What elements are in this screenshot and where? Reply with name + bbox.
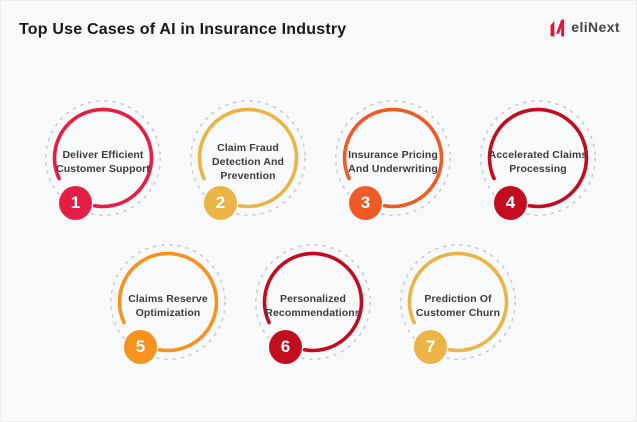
- circle-graphic: [190, 100, 306, 216]
- use-case-label: Deliver Efficient Customer Support: [56, 149, 150, 175]
- colored-arc: [262, 251, 364, 353]
- use-case-item: Insurance Pricing And Underwriting 3: [334, 99, 452, 220]
- colored-arc: [342, 107, 444, 209]
- colored-arc: [487, 107, 589, 209]
- colored-arc: [407, 251, 509, 353]
- use-case-label: Claim Fraud Detection And Prevention: [211, 142, 285, 182]
- use-case-label: Prediction Of Customer Churn: [415, 293, 501, 319]
- number-badge: 1: [59, 186, 92, 220]
- circle-graphic: [255, 244, 371, 360]
- circle-graphic: [45, 100, 161, 216]
- page-title: Top Use Cases of AI in Insurance Industr…: [19, 21, 347, 38]
- elinext-logo-text: eliNext: [571, 19, 620, 35]
- use-case-item: Claim Fraud Detection And Prevention 2: [189, 99, 307, 220]
- number-badge: 4: [494, 186, 527, 220]
- use-case-label: Personalized Recommendations: [265, 293, 361, 319]
- use-case-item: Deliver Efficient Customer Support 1: [44, 99, 162, 220]
- circle-graphic: [110, 244, 226, 360]
- use-case-item: Claims Reserve Optimization 5: [109, 243, 227, 364]
- colored-arc: [52, 107, 154, 209]
- dashed-ring: [45, 100, 161, 216]
- elinext-logo: eliNext: [548, 16, 620, 38]
- number-badge: 2: [204, 186, 237, 220]
- use-case-item: Accelerated Claims Processing 4: [479, 99, 597, 220]
- number-badge: 6: [269, 330, 302, 364]
- use-case-label: Claims Reserve Optimization: [128, 293, 208, 319]
- circle-graphic: [480, 100, 596, 216]
- number-badge: 3: [349, 186, 382, 220]
- use-case-item: Prediction Of Customer Churn 7: [399, 243, 517, 364]
- use-case-item: Personalized Recommendations 6: [254, 243, 372, 364]
- circle-graphic: [400, 244, 516, 360]
- circle-graphic: [335, 100, 451, 216]
- use-case-label: Accelerated Claims Processing: [488, 149, 588, 175]
- number-badge: 7: [414, 330, 447, 364]
- dashed-ring: [110, 244, 226, 360]
- colored-arc: [117, 251, 219, 353]
- colored-arc: [197, 107, 299, 209]
- number-badge: 5: [124, 330, 157, 364]
- use-case-label: Insurance Pricing And Underwriting: [348, 149, 438, 175]
- elinext-logo-icon: [550, 19, 565, 37]
